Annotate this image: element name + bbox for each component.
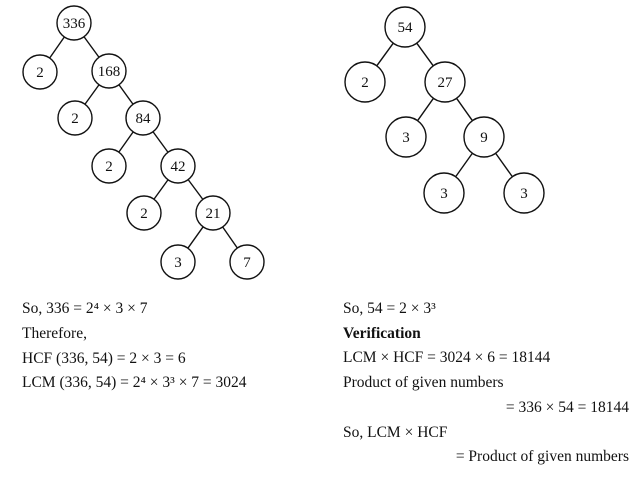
tree-node [160, 244, 196, 280]
tree-edge [49, 36, 65, 59]
tree-node-label: 3 [402, 130, 410, 146]
tree-edge [416, 42, 434, 67]
tree-edge [495, 152, 513, 178]
tree-node [125, 100, 161, 136]
tree-edge [153, 179, 169, 200]
tree-node-label: 168 [98, 64, 121, 80]
tree-node [195, 195, 231, 231]
tree-edge [416, 97, 435, 122]
factor-trees: 336 2 168 2 84 2 42 2 21 3 7 54 2 27 3 9 3 3 [22, 5, 545, 280]
lcm-result: LCM (336, 54) = 2⁴ × 3³ × 7 = 3024 [22, 374, 247, 391]
tree-node [126, 195, 162, 231]
tree-node [385, 116, 427, 158]
factorization-54: So, 54 = 2 × 3³ [343, 300, 436, 317]
tree-node [463, 116, 505, 158]
tree-node [22, 54, 58, 90]
tree-edge [376, 42, 394, 67]
tree-node-label: 2 [105, 159, 113, 175]
tree-node-label: 42 [171, 159, 186, 175]
tree-node [160, 148, 196, 184]
tree-edge [455, 152, 473, 178]
lcm-times-hcf: LCM × HCF = 3024 × 6 = 18144 [343, 349, 551, 366]
tree-node [91, 148, 127, 184]
tree-edge [152, 131, 169, 153]
tree-node-label: 21 [206, 206, 221, 222]
tree-node [424, 61, 466, 103]
tree-node [91, 53, 127, 89]
tree-node-label: 2 [361, 75, 369, 91]
tree-node-label: 7 [243, 255, 251, 271]
tree-node-label: 2 [71, 111, 79, 127]
hcf-result: HCF (336, 54) = 2 × 3 = 6 [22, 350, 186, 367]
tree-node [229, 244, 265, 280]
tree-node [344, 61, 386, 103]
factor-tree-54: 54 2 27 3 9 3 3 [344, 6, 545, 214]
tree-node [423, 172, 465, 214]
tree-edge [118, 84, 134, 105]
verification-heading: Verification [343, 325, 421, 342]
tree-node-label: 2 [140, 206, 148, 222]
tree-edge [83, 36, 100, 58]
tree-node [503, 172, 545, 214]
conclusion-value: = Product of given numbers [455, 448, 629, 465]
tree-node-label: 3 [440, 186, 448, 202]
tree-node-label: 9 [480, 130, 488, 146]
tree-node-label: 3 [174, 255, 182, 271]
tree-node-label: 2 [36, 65, 44, 81]
factor-tree-336: 336 2 168 2 84 2 42 2 21 3 7 [22, 5, 265, 280]
factorization-336: So, 336 = 2⁴ × 3 × 7 [22, 300, 148, 317]
tree-node-label: 84 [136, 111, 152, 127]
tree-node-label: 27 [438, 75, 454, 91]
product-value: = 336 × 54 = 18144 [505, 399, 629, 416]
tree-node-label: 54 [398, 20, 414, 36]
tree-node-label: 3 [520, 186, 528, 202]
tree-edge [222, 226, 238, 249]
therefore-label: Therefore, [22, 325, 87, 342]
tree-node [384, 6, 426, 48]
tree-node-label: 336 [63, 16, 86, 32]
tree-edge [84, 84, 100, 105]
tree-edge [118, 131, 134, 153]
conclusion-label: So, LCM × HCF [343, 424, 448, 441]
tree-edge [187, 179, 204, 200]
tree-edge [455, 97, 474, 122]
tree-node [56, 5, 92, 41]
product-label: Product of given numbers [343, 374, 504, 391]
tree-node [57, 100, 93, 136]
tree-edge [187, 226, 204, 249]
